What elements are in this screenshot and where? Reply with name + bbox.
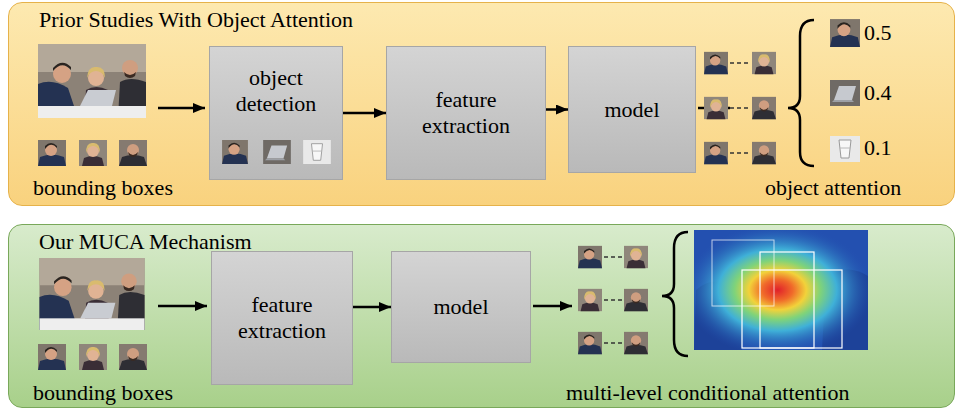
face-crop — [578, 332, 602, 354]
score-value: 0.5 — [864, 20, 892, 45]
scene-photo — [39, 258, 144, 330]
label-holder: 0.5 — [864, 20, 892, 46]
object-crop — [830, 19, 860, 47]
process-box: feature extraction — [211, 251, 353, 385]
heatmap-overlay — [694, 230, 868, 350]
pair-link — [730, 152, 750, 154]
box-label: feature extraction — [220, 292, 344, 344]
face-crop — [752, 97, 776, 119]
object-crop — [263, 140, 291, 164]
face-crop — [624, 332, 648, 354]
scene-photo — [38, 44, 146, 118]
bbox-crops-top — [38, 140, 147, 166]
bbox-outline — [712, 240, 774, 306]
flow-arrow — [546, 108, 568, 111]
object-crop — [222, 140, 248, 164]
face-crop — [38, 344, 66, 370]
face-crop — [38, 140, 66, 166]
face-pairs-top — [704, 52, 776, 164]
process-box: feature extraction — [386, 46, 546, 180]
object-crop — [830, 136, 860, 162]
caption-label: bounding boxes — [33, 380, 173, 405]
face-crop — [119, 344, 147, 370]
face-crop — [578, 289, 602, 311]
face-crop — [624, 289, 648, 311]
pair-link — [730, 107, 750, 109]
label-holder: 0.4 — [864, 80, 892, 106]
score-value: 0.4 — [864, 80, 892, 105]
section-title: Prior Studies With Object Attention — [39, 7, 353, 33]
face-crop — [752, 52, 776, 74]
input-arrow — [158, 107, 205, 110]
box-label: model — [605, 97, 660, 123]
pair-link — [604, 256, 622, 258]
bbox-outline — [760, 252, 814, 348]
input-photo-top — [38, 44, 146, 118]
process-box: model — [391, 251, 531, 363]
bbox-outline — [742, 270, 842, 348]
heatmap-ground — [694, 230, 868, 350]
process-box: model — [568, 46, 696, 173]
face-crop — [704, 52, 728, 74]
face-crop — [752, 142, 776, 164]
curly-bracket — [662, 232, 688, 356]
pair-link — [730, 62, 750, 64]
attention-heatmap — [694, 230, 868, 350]
caption-label: object attention — [765, 175, 901, 200]
input-photo-bottom — [39, 258, 144, 330]
pair-link — [604, 299, 622, 301]
detected-objects — [222, 140, 331, 164]
face-crop — [79, 140, 107, 166]
label-holder: bounding boxes — [33, 380, 173, 406]
face-crop — [704, 97, 728, 119]
face-crop — [578, 246, 602, 268]
output-arrow — [533, 305, 572, 308]
pair-link — [604, 342, 622, 344]
label-holder: bounding boxes — [33, 175, 173, 201]
label-holder: multi-level conditional attention — [566, 380, 850, 406]
caption-label: multi-level conditional attention — [566, 380, 850, 405]
flow-arrow — [343, 112, 386, 115]
label-holder: 0.1 — [864, 135, 892, 161]
face-crop — [79, 344, 107, 370]
box-label: model — [434, 294, 489, 320]
section-title: Our MUCA Mechanism — [39, 229, 252, 255]
curly-bracket — [788, 20, 814, 166]
face-crop — [624, 246, 648, 268]
flow-arrow — [353, 306, 391, 309]
attended-objects — [830, 19, 860, 162]
label-holder: object attention — [765, 175, 901, 201]
face-crop — [704, 142, 728, 164]
caption-label: bounding boxes — [33, 175, 173, 200]
object-crop — [830, 80, 860, 106]
bbox-crops-bottom — [38, 344, 147, 370]
face-pairs-bottom — [578, 246, 648, 354]
box-label: object detection — [218, 65, 334, 117]
box-label: feature extraction — [395, 87, 537, 139]
score-value: 0.1 — [864, 135, 892, 160]
input-arrow — [158, 305, 207, 308]
face-crop — [119, 140, 147, 166]
object-crop — [303, 140, 331, 164]
